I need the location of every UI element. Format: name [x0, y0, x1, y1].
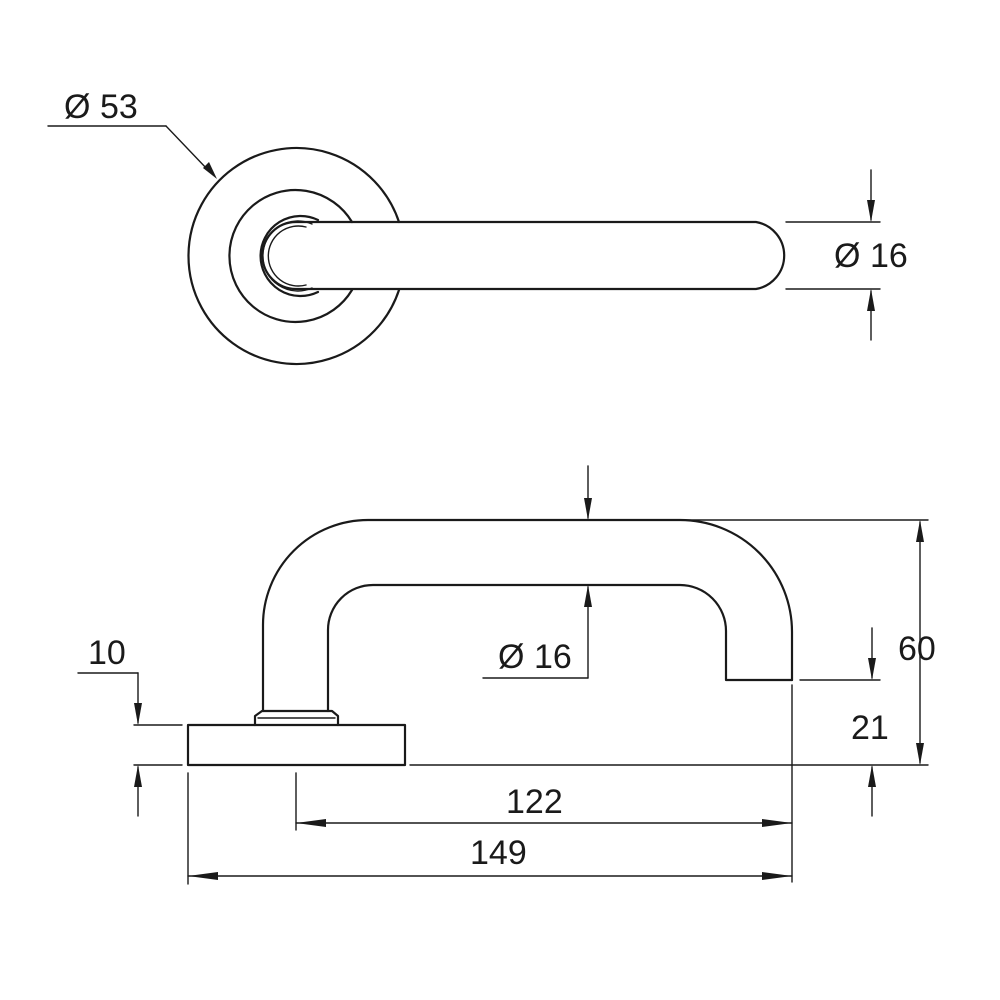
overall-length-dimension: 149 [187, 772, 793, 885]
dimension-arrow [867, 200, 875, 222]
projection-dimension: 122 [295, 772, 793, 831]
leader-arrow [203, 162, 217, 179]
lever-outer-profile [261, 518, 794, 713]
dimension-arrow [296, 819, 326, 827]
dimension-arrow [867, 289, 875, 311]
neck-ring-outer [259, 214, 320, 298]
lever-height-label: 21 [851, 709, 889, 747]
top-view: Ø 53 Ø 16 [47, 88, 908, 366]
rose-diameter-dimension: Ø 53 [47, 88, 217, 179]
lever-inner-profile [326, 583, 794, 713]
overall-height-dimension: 60 [409, 519, 936, 766]
projection-label: 122 [506, 783, 563, 821]
dimension-arrow [868, 765, 876, 787]
diameter-symbol: Ø [834, 237, 860, 275]
dimension-arrow [916, 520, 924, 542]
rose-plate [186, 723, 407, 767]
dimension-arrow [762, 872, 792, 880]
leader-line [165, 125, 209, 171]
dimension-arrow [916, 743, 924, 765]
lever-diameter-label-side: 16 [534, 638, 572, 676]
overall-height-label: 60 [898, 630, 936, 668]
dimension-arrow [868, 658, 876, 680]
dimension-arrow [134, 765, 142, 787]
rose-outer-circle [187, 146, 401, 366]
lever-height-dimension: 21 [799, 627, 889, 817]
diameter-symbol: Ø [498, 638, 524, 676]
lever-diameter-dimension-side: Ø 16 [482, 465, 592, 679]
side-view: Ø 16 10 60 [77, 465, 936, 885]
rose-inner-circle [228, 188, 354, 324]
rose-thickness-dimension: 10 [77, 634, 183, 817]
lever-diameter-dimension-top: Ø 16 [785, 169, 908, 341]
rose-diameter-label: 53 [100, 88, 138, 126]
rose-thickness-label: 10 [88, 634, 126, 672]
dimension-arrow [584, 585, 592, 607]
lever-bar-top [261, 220, 786, 291]
dimension-arrow [134, 703, 142, 725]
dimension-arrow [188, 872, 218, 880]
neck-collar [253, 709, 340, 727]
neck-ring-inner [267, 225, 307, 287]
overall-length-label: 149 [470, 834, 527, 872]
dimension-arrow [762, 819, 792, 827]
diameter-symbol: Ø [64, 88, 90, 126]
lever-diameter-label-top: 16 [870, 237, 908, 275]
dimension-arrow [584, 498, 592, 520]
